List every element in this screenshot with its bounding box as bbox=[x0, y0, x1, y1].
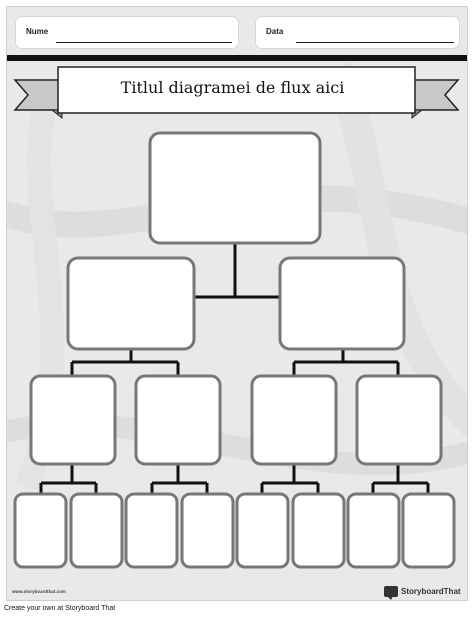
level3-box-2[interactable] bbox=[134, 374, 222, 466]
date-line bbox=[296, 42, 454, 43]
title-ribbon bbox=[57, 66, 416, 114]
level4-box-7[interactable] bbox=[346, 492, 401, 569]
connectors bbox=[39, 244, 430, 494]
top-box[interactable] bbox=[148, 131, 322, 245]
level4-box-2[interactable] bbox=[69, 492, 124, 569]
name-label: Nume bbox=[26, 27, 49, 36]
level3-box-1[interactable] bbox=[29, 374, 117, 466]
name-line bbox=[56, 42, 232, 43]
ribbon-left-tail bbox=[13, 79, 63, 111]
diagram-title[interactable]: Titlul diagramei de flux aici bbox=[120, 78, 345, 97]
header-divider-bar bbox=[7, 55, 467, 61]
name-field[interactable]: Nume bbox=[15, 16, 239, 49]
storyboardthat-logo[interactable]: StoryboardThat bbox=[384, 583, 464, 600]
logo-text: StoryboardThat bbox=[401, 586, 461, 596]
level4-box-3[interactable] bbox=[124, 492, 179, 569]
level4-box-8[interactable] bbox=[401, 492, 456, 569]
level4-box-4[interactable] bbox=[180, 492, 235, 569]
ribbon-right-tail bbox=[411, 79, 460, 111]
level4-box-5[interactable] bbox=[235, 492, 290, 569]
level2-box-right[interactable] bbox=[278, 256, 406, 351]
date-field[interactable]: Data bbox=[255, 16, 460, 49]
storyboardthat-logo-icon bbox=[384, 585, 398, 600]
footer-strip bbox=[6, 601, 468, 620]
level3-box-4[interactable] bbox=[355, 374, 443, 466]
level3-box-3[interactable] bbox=[250, 374, 338, 466]
level4-box-1[interactable] bbox=[13, 492, 68, 569]
create-your-own-link[interactable]: Create your own at Storyboard That bbox=[4, 605, 116, 612]
date-label: Data bbox=[266, 27, 284, 36]
website-url: www.storyboardthat.com bbox=[12, 589, 66, 594]
level2-box-left[interactable] bbox=[66, 256, 196, 351]
level4-box-6[interactable] bbox=[291, 492, 346, 569]
